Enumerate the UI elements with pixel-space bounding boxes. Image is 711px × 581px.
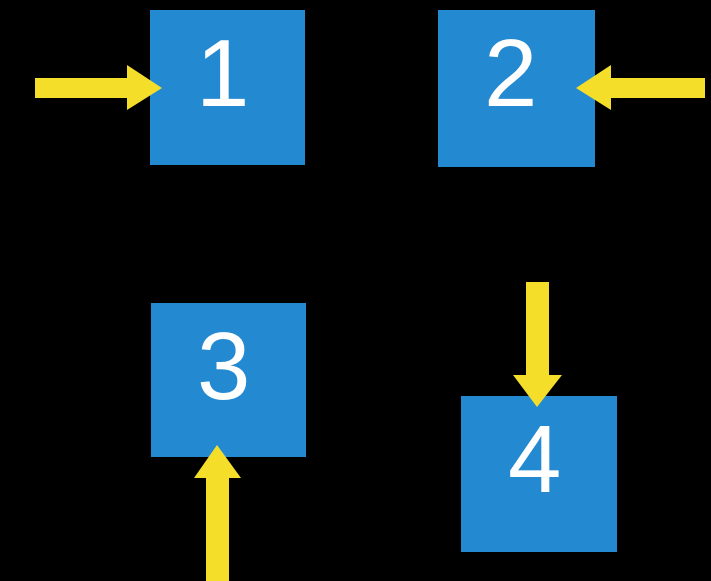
node-label-1: 1 (196, 20, 250, 127)
node-box-1[interactable] (150, 10, 305, 165)
node-label-3: 3 (197, 313, 251, 420)
arrow-left-icon (576, 65, 705, 110)
node-box-2[interactable] (438, 10, 595, 167)
node-box-3[interactable] (151, 303, 306, 457)
node-label-2: 2 (484, 20, 538, 127)
arrow-up-icon (194, 445, 241, 581)
node-label-4: 4 (508, 406, 562, 513)
arrow-down-icon (513, 282, 562, 407)
arrow-right-icon (35, 65, 162, 110)
node-box-4[interactable] (461, 396, 617, 552)
